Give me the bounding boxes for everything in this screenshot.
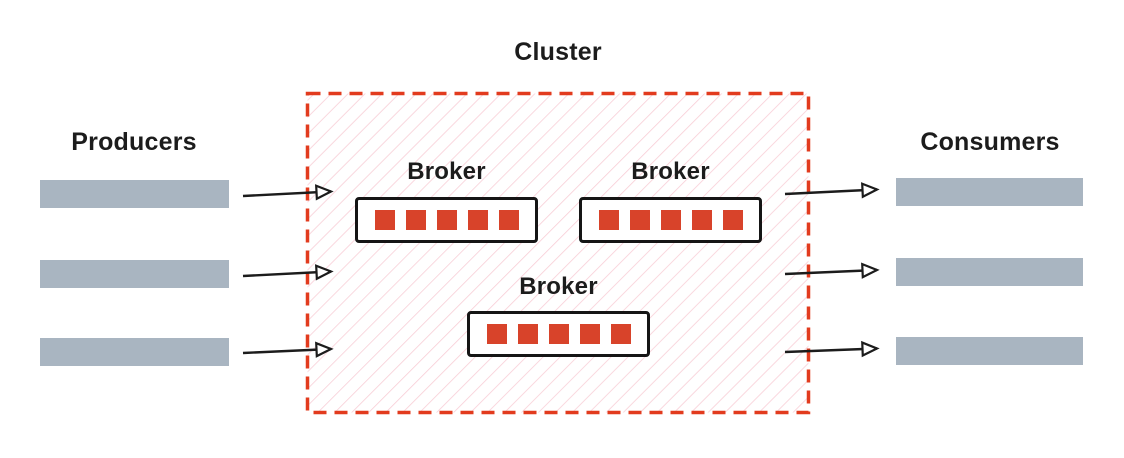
partition-square: [660, 210, 681, 230]
broker-label-1: Broker: [407, 158, 486, 185]
partition-square: [579, 324, 600, 344]
producers-label: Producers: [71, 128, 197, 156]
consumer-arrow-1: [784, 182, 880, 199]
broker-label-3: Broker: [519, 273, 598, 300]
broker-label-2: Broker: [631, 158, 710, 185]
partition-square: [548, 324, 569, 344]
producer-bar-2: [40, 260, 229, 288]
partition-square: [691, 210, 712, 230]
producer-arrow-3: [242, 341, 334, 358]
consumer-bar-2: [896, 258, 1083, 286]
producer-bar-1: [40, 180, 229, 208]
cluster-boundary: [305, 91, 811, 415]
producer-arrow-2: [242, 264, 334, 281]
partition-square: [436, 210, 457, 230]
producer-arrow-1: [242, 184, 334, 201]
broker-box-2: [579, 197, 762, 243]
consumer-bar-3: [896, 337, 1083, 365]
consumer-arrow-2: [784, 262, 880, 279]
partition-square: [498, 210, 519, 230]
partition-square: [486, 324, 507, 344]
partition-square: [467, 210, 488, 230]
consumers-label: Consumers: [920, 128, 1060, 156]
consumer-arrow-3: [784, 340, 880, 358]
partition-square: [610, 324, 631, 344]
partition-square: [598, 210, 619, 230]
partition-square: [517, 324, 538, 344]
partition-square: [722, 210, 743, 230]
consumer-bar-1: [896, 178, 1083, 206]
broker-box-1: [355, 197, 538, 243]
producer-bar-3: [40, 338, 229, 366]
partition-square: [629, 210, 650, 230]
partition-square: [374, 210, 395, 230]
cluster-label: Cluster: [514, 38, 602, 66]
partition-square: [405, 210, 426, 230]
broker-box-3: [467, 311, 650, 357]
